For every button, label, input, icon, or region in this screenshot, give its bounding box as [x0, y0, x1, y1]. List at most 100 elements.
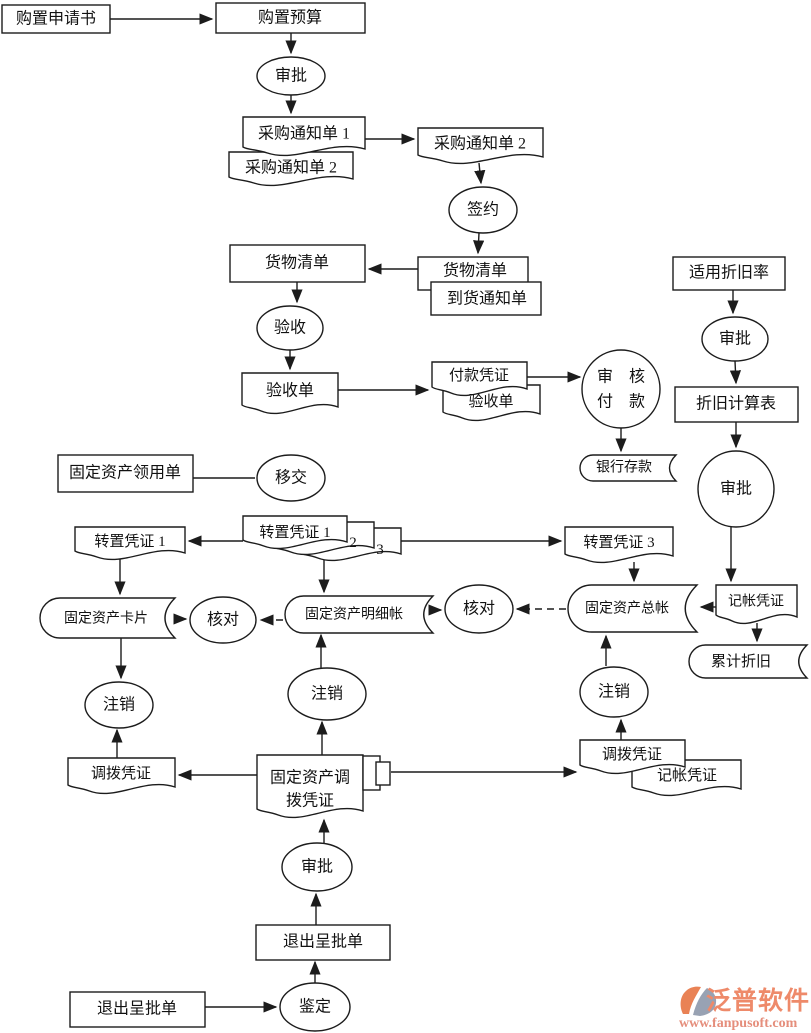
audit-payment-line2: 付 款 — [597, 393, 645, 411]
depreciation-table-box — [674, 386, 799, 423]
appraise-label: 鉴定 — [299, 998, 331, 1016]
purchase-notice-2-label: 采购通知单 2 — [434, 135, 526, 153]
allocation-voucher-left-doc — [67, 757, 176, 795]
check-right-label: 核对 — [463, 600, 495, 618]
logo-url-text: www.fanpusoft.com — [679, 1016, 798, 1031]
node-payment-voucher: 付款凭证 验收单 — [431, 361, 541, 422]
payment-voucher-label: 付款凭证 — [449, 367, 509, 384]
node-depreciation-table: 折旧计算表 — [674, 386, 799, 423]
node-cancel-left: 注销 — [84, 681, 154, 729]
inspect-receipt-copy-label: 验收单 — [468, 393, 513, 410]
node-approve-table: 审批 — [697, 450, 775, 528]
transfer-stack-copy2-label: 2 — [349, 535, 357, 551]
transfer-voucher-1-label: 转置凭证 1 — [94, 533, 165, 550]
node-inspect: 验收 — [256, 305, 324, 351]
node-asset-card: 固定资产卡片 — [39, 597, 177, 639]
exit-approval-form-label: 退出呈批单 — [283, 933, 363, 951]
asset-allocation-voucher-doc — [256, 754, 364, 819]
approve-budget-oval — [256, 56, 326, 96]
node-bank-deposit: 银行存款 — [579, 454, 678, 482]
cancel-center-label: 注销 — [311, 685, 343, 703]
logo-icon-gray-part — [693, 988, 717, 1016]
purchase-request-label: 购置申请书 — [16, 10, 96, 28]
allocation-voucher-right-doc — [579, 739, 686, 775]
node-goods-list: 货物清单 — [229, 244, 366, 283]
node-approve-exit: 审批 — [281, 842, 353, 892]
inspect-oval — [256, 305, 324, 351]
logo-brand-text: 泛普软件 — [706, 986, 810, 1015]
bookkeeping-voucher-2-label: 记帐凭证 — [657, 767, 717, 784]
node-check-left: 核对 — [189, 596, 257, 644]
handover-label: 移交 — [275, 469, 307, 487]
logo-icon-orange-part — [680, 986, 701, 1014]
check-right-oval — [444, 584, 514, 634]
purchase-notice-1-doc — [242, 116, 366, 157]
inspect-receipt-label: 验收单 — [266, 382, 314, 400]
node-transfer-voucher-3: 转置凭证 3 — [564, 526, 674, 564]
bookkeeping-voucher-doc — [715, 584, 798, 625]
sign-contract-label: 签约 — [467, 201, 499, 219]
node-bookkeeping-voucher: 记帐凭证 — [715, 584, 798, 625]
node-cancel-right: 注销 — [579, 666, 649, 718]
node-exit-approval-form-2: 退出呈批单 — [69, 991, 206, 1028]
asset-general-ledger-label: 固定资产总帐 — [585, 601, 669, 617]
node-transfer-voucher-1: 转置凭证 1 — [74, 526, 186, 561]
inspect-label: 验收 — [274, 319, 306, 337]
asset-general-ledger-shape — [567, 584, 699, 633]
cancel-center-oval — [287, 667, 367, 721]
exit-approval-form-box — [255, 924, 391, 961]
check-left-oval — [189, 596, 257, 644]
purchase-notice-1-label: 采购通知单 1 — [258, 125, 350, 143]
goods-list-label: 货物清单 — [265, 254, 329, 272]
approve-budget-label: 审批 — [275, 67, 307, 85]
approve-table-circle — [697, 450, 775, 528]
appraise-oval — [279, 982, 351, 1032]
node-allocation-voucher-right: 记帐凭证 调拨凭证 — [579, 739, 742, 797]
node-asset-allocation-voucher: 固定资产调 拨凭证 — [256, 754, 391, 819]
exit-approval-form-2-box — [69, 991, 206, 1028]
node-cancel-center: 注销 — [287, 667, 367, 721]
asset-allocation-voucher-line1: 固定资产调 — [270, 769, 350, 787]
node-purchase-budget: 购置预算 — [215, 2, 366, 34]
bank-deposit-shape — [579, 454, 678, 482]
node-accumulated-depreciation: 累计折旧 — [688, 644, 809, 679]
arrival-notice-box — [430, 281, 542, 316]
bookkeeping-voucher-label: 记帐凭证 — [728, 594, 784, 610]
arrow-approve-to-table — [729, 360, 742, 385]
exit-approval-form-2-label: 退出呈批单 — [97, 1000, 177, 1018]
node-sign-contract: 签约 — [448, 186, 518, 234]
purchase-request-box — [1, 4, 111, 34]
bookkeeping-voucher-2-doc — [631, 759, 742, 797]
node-allocation-voucher-left: 调拨凭证 — [67, 757, 176, 795]
connectors — [110, 13, 763, 1013]
check-left-label: 核对 — [207, 611, 239, 629]
cancel-left-label: 注销 — [103, 696, 135, 714]
purchase-notice-2-copy-doc — [228, 151, 354, 187]
node-approve-rate: 审批 — [701, 316, 769, 362]
transfer-voucher-3-label: 转置凭证 3 — [583, 534, 654, 551]
approve-rate-label: 审批 — [719, 330, 751, 348]
asset-allocation-voucher-line2: 拨凭证 — [286, 792, 334, 810]
approve-exit-oval — [281, 842, 353, 892]
node-asset-requisition: 固定资产领用单 — [57, 454, 194, 493]
arrow-sign-to-goodsstack — [473, 232, 485, 255]
node-purchase-notice-2: 采购通知单 2 — [417, 127, 544, 165]
audit-payment-line1: 审 核 — [597, 368, 645, 386]
arrow-notice2-to-sign — [474, 162, 486, 185]
asset-card-label: 固定资产卡片 — [64, 611, 148, 627]
node-audit-payment: 审 核 付 款 — [581, 349, 661, 429]
node-inspect-receipt: 验收单 — [241, 372, 339, 415]
cancel-right-label: 注销 — [598, 683, 630, 701]
accumulated-depreciation-shape — [688, 644, 809, 679]
vendor-logo: 泛普软件 www.fanpusoft.com — [679, 986, 810, 1031]
node-handover: 移交 — [256, 454, 326, 502]
node-asset-general-ledger: 固定资产总帐 — [567, 584, 699, 633]
purchase-budget-label: 购置预算 — [258, 8, 322, 27]
bank-deposit-label: 银行存款 — [596, 460, 652, 476]
node-purchase-request: 购置申请书 — [1, 4, 111, 34]
transfer-stack-copy3-label: 3 — [376, 542, 384, 558]
node-purchase-notice-1: 采购通知单 1 采购通知单 2 — [228, 116, 366, 187]
depreciation-rate-label: 适用折旧率 — [689, 264, 769, 282]
depreciation-rate-box — [672, 256, 786, 291]
